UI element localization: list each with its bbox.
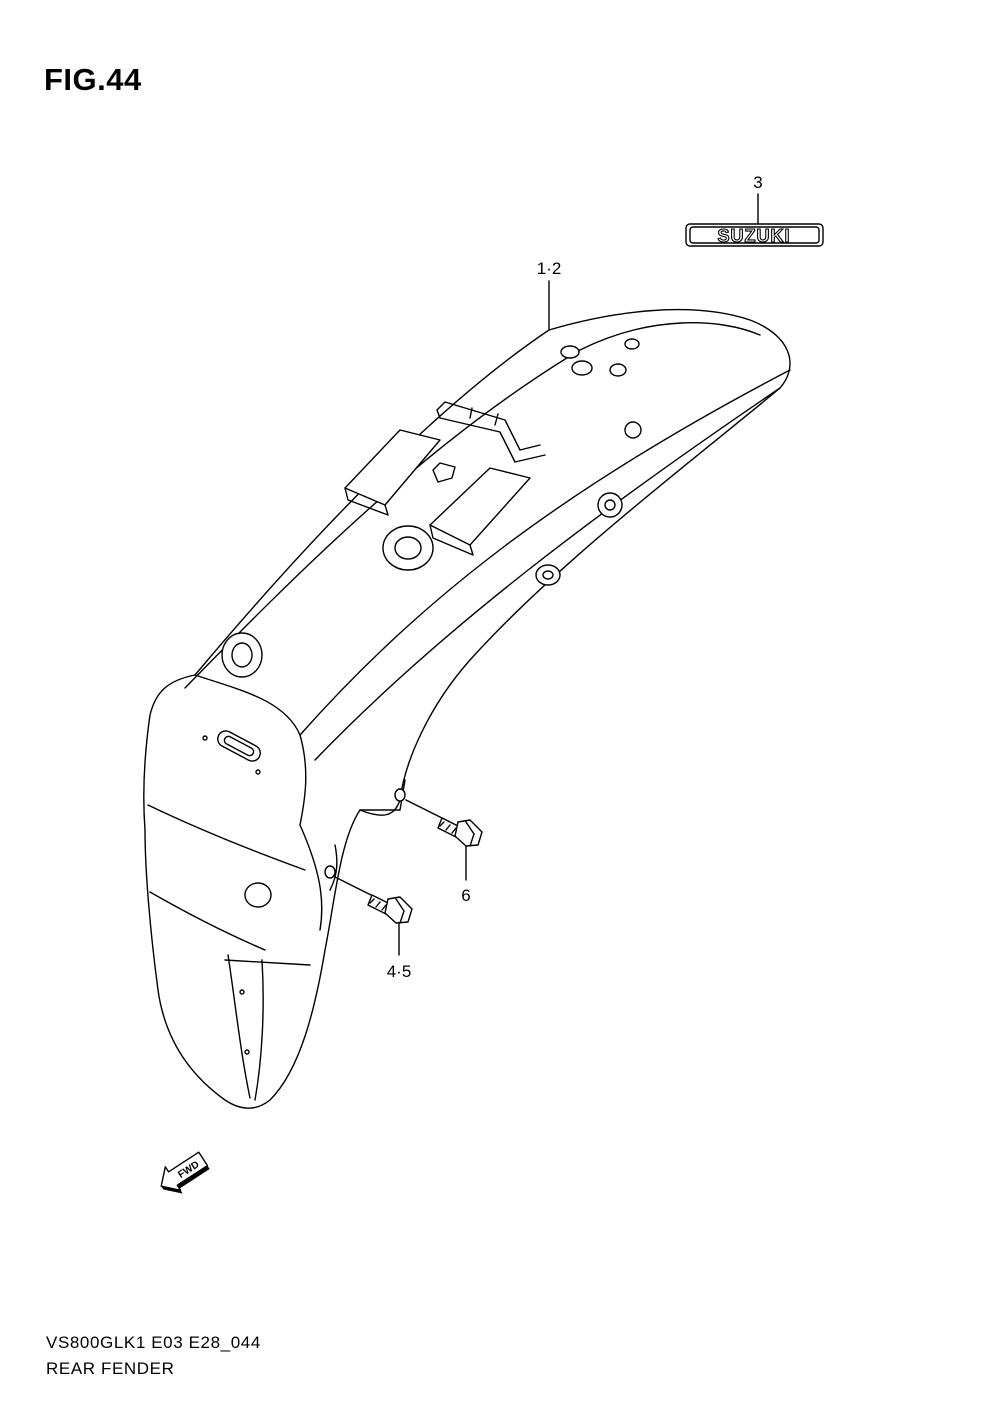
fender-top-ridge: [184, 322, 761, 689]
fender-flap-crease-b: [254, 959, 264, 1101]
callout-label-bolt-lower: 4·5: [387, 962, 412, 981]
fender-side-edge-upper: [299, 369, 791, 736]
fender-bolt-hole-upper: [394, 788, 406, 802]
fender-pad-left-side: [344, 487, 389, 516]
footer-part-name: REAR FENDER: [46, 1359, 175, 1378]
fender-pad-right: [429, 467, 531, 546]
fender-side-hole-a: [535, 564, 561, 586]
fender-small-clip: [432, 462, 456, 483]
fender-pad-left: [344, 429, 441, 506]
fender-bracket-lower: [329, 844, 338, 891]
fender-inner-contour: [299, 824, 323, 931]
fender-slot-dot: [255, 769, 261, 775]
footer-model-code: VS800GLK1 E03 E28_044: [46, 1333, 261, 1352]
rear-fender-part[interactable]: [143, 308, 791, 1109]
emblem-logo-text: SUZUKI: [718, 226, 791, 246]
fender-side-edge-lower: [314, 387, 781, 761]
fender-tail-hole: [244, 882, 272, 908]
fender-side-hole-a-inner: [542, 570, 554, 580]
fender-tail-lower-seam: [147, 804, 306, 871]
callout-label-bolt-upper: 6: [461, 886, 470, 905]
fender-mudflap-seam: [149, 891, 266, 951]
bolt-lower-part[interactable]: 4·5: [334, 876, 413, 981]
bolt-lower-thread: [369, 898, 387, 911]
fender-top-hole-5: [624, 421, 642, 439]
emblem-plate-inner: [689, 226, 820, 244]
fender-rear-dot: [202, 735, 208, 741]
fwd-arrow-shape: [160, 1151, 209, 1191]
fender-wire-clip: [469, 407, 499, 426]
bolt-upper-head-edge: [465, 821, 475, 847]
fender-wire-bracket: [436, 401, 546, 463]
figure-title: FIG.44: [44, 62, 142, 97]
callout-label-emblem: 3: [753, 173, 762, 192]
fender-flap-crease-a: [227, 954, 251, 1099]
bolt-upper-thread: [439, 821, 457, 834]
fender-slot-inner: [223, 735, 255, 757]
fender-grommet-large: [382, 525, 434, 571]
fender-grommet-large-inner: [394, 536, 422, 560]
fender-outline: [143, 308, 791, 1109]
fender-bolt-hole-lower: [324, 865, 336, 879]
fender-top-hole-3: [609, 363, 627, 377]
fender-slot: [217, 730, 261, 762]
fender-top-hole-4: [624, 338, 640, 350]
fwd-arrow-shadow-body: [177, 1165, 210, 1189]
fender-flap-crease-c: [224, 959, 311, 966]
bolt-lower-head-edge: [395, 898, 405, 924]
fwd-arrow-shadow: [161, 1186, 183, 1194]
fender-flap-dot-1: [239, 989, 245, 995]
emblem-plate: [685, 223, 824, 247]
bolt-lower-head: [384, 896, 413, 924]
fender-grommet-rear: [221, 632, 263, 678]
fender-tail-seam: [194, 674, 307, 826]
callout-label-fender: 1·2: [537, 259, 562, 278]
bolt-upper-part[interactable]: 6: [405, 799, 483, 905]
fender-top-hole-1: [560, 345, 580, 359]
fender-flap-dot-2: [244, 1049, 250, 1055]
fwd-arrow-icon: FWD: [160, 1151, 210, 1194]
bolt-upper-head: [454, 819, 483, 847]
fender-top-hole-2: [571, 360, 593, 376]
emblem-part[interactable]: 3 SUZUKI: [685, 173, 824, 247]
bolt-lower-axis: [334, 876, 376, 898]
fender-side-hole-b: [597, 492, 623, 518]
fender-pad-right-side: [429, 524, 474, 556]
fender-grommet-rear-inner: [231, 642, 253, 668]
fender-side-hole-b-inner: [604, 499, 616, 511]
